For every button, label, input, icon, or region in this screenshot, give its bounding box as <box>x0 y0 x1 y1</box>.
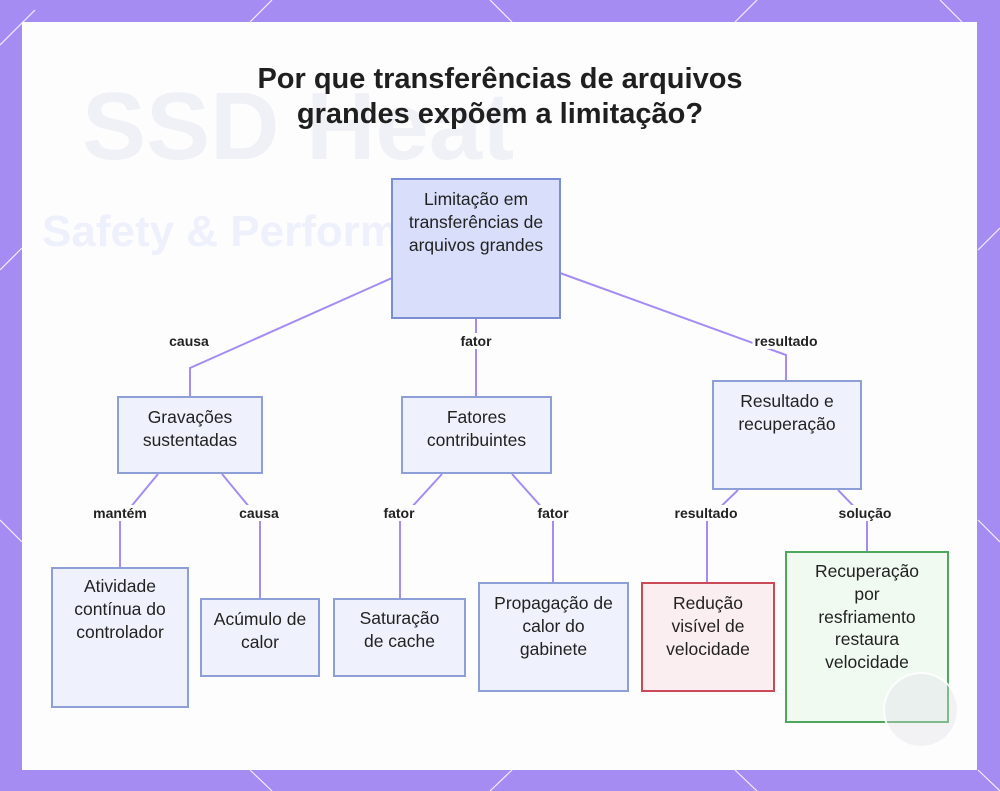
node-recuperacao: Recuperação por resfriamento restaura ve… <box>785 551 949 723</box>
node-atividade: Atividade contínua do controlador <box>51 567 189 708</box>
edge-label-resultado: resultado <box>752 333 820 349</box>
node-recuperacao-label: Recuperação por resfriamento restaura ve… <box>814 561 920 672</box>
node-resultado: Resultado e recuperação <box>712 380 862 490</box>
edge-fatores-propagacao <box>511 473 554 582</box>
edge-label-fator-3: fator <box>535 505 571 521</box>
edge-resultado-reducao <box>706 489 739 582</box>
node-propagacao-label: Propagação de calor do gabinete <box>494 593 613 659</box>
node-fatores: Fatores contribuintes <box>401 396 552 474</box>
edge-label-fator-2: fator <box>381 505 417 521</box>
edge-gravacoes-acumulo <box>221 473 261 598</box>
node-saturacao-label: Saturação de cache <box>359 608 440 651</box>
node-saturacao: Saturação de cache <box>333 598 466 677</box>
edge-root-resultado <box>559 272 787 381</box>
edge-label-causa: causa <box>167 333 211 349</box>
node-gravacoes: Gravações sustentadas <box>117 396 263 474</box>
node-atividade-label: Atividade contínua do controlador <box>74 576 166 642</box>
node-root: Limitação em transferências de arquivos … <box>391 178 561 319</box>
node-gravacoes-label: Gravações sustentadas <box>142 407 238 450</box>
watermark-logo-icon <box>883 672 959 748</box>
edge-label-solucao: solução <box>836 505 894 521</box>
edge-label-causa-2: causa <box>237 505 281 521</box>
diagram-title: Por que transferências de arquivos grand… <box>200 62 800 132</box>
title-line-1: Por que transferências de arquivos <box>257 63 743 95</box>
node-fatores-label: Fatores contribuintes <box>426 407 527 450</box>
edge-label-resultado-2: resultado <box>672 505 740 521</box>
node-reducao-label: Redução visível de velocidade <box>666 593 750 659</box>
edge-resultado-recuperacao <box>837 489 868 552</box>
node-reducao: Redução visível de velocidade <box>641 582 775 692</box>
edge-fatores-saturacao <box>399 473 443 598</box>
node-acumulo-label: Acúmulo de calor <box>213 609 307 652</box>
edge-root-gravacoes <box>189 277 393 396</box>
edge-label-fator: fator <box>458 333 494 349</box>
node-root-label: Limitação em transferências de arquivos … <box>408 189 544 255</box>
title-line-2: grandes expõem a limitação? <box>296 97 704 130</box>
background-watermark: SSD Heat <box>82 73 515 180</box>
node-acumulo: Acúmulo de calor <box>200 598 320 677</box>
edge-label-mantem: mantém <box>91 505 149 521</box>
node-propagacao: Propagação de calor do gabinete <box>478 582 629 692</box>
node-resultado-label: Resultado e recuperação <box>738 391 836 434</box>
